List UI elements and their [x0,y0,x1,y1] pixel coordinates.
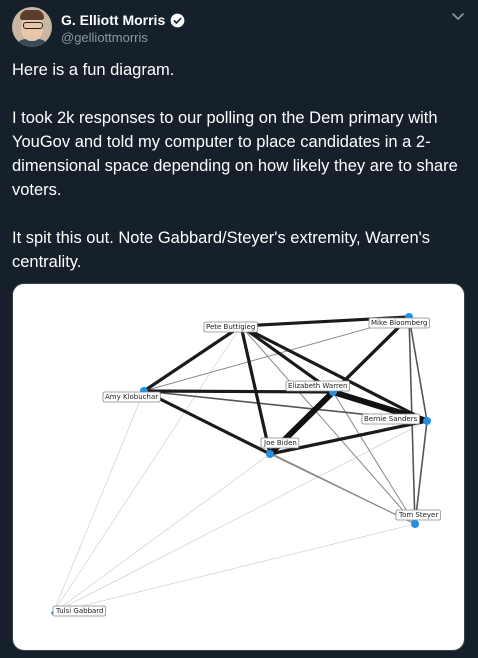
author-row: G. Elliott Morris [61,12,185,28]
tweet-paragraph: I took 2k responses to our polling on th… [12,109,458,199]
node-label-biden: Joe Biden [260,437,300,449]
edge-bloomberg-klobuchar [143,316,410,392]
node-label-text: Mike Bloomberg [371,319,427,327]
edge-buttigieg-gabbard [52,325,242,614]
edge-klobuchar-gabbard [52,390,145,614]
display-name[interactable]: G. Elliott Morris [61,12,166,28]
node-label-text: Amy Klobuchar [105,393,158,401]
node-label-sanders: Bernie Sanders [361,413,420,425]
edge-bloomberg-sanders [408,316,428,422]
node-label-text: Tulsi Gabbard [55,607,104,615]
edge-buttigieg-sanders [239,324,429,423]
edge-sanders-biden [268,419,429,456]
node-sanders [423,417,431,425]
edge-steyer-gabbard [52,523,416,614]
edge-biden-gabbard [52,453,271,614]
edge-buttigieg-steyer [240,325,416,525]
edge-klobuchar-warren [142,389,335,394]
node-label-text: Joe Biden [263,439,297,447]
edge-sanders-steyer [414,420,428,525]
handle[interactable]: @gelliottmorris [61,30,148,45]
node-label-warren: Elizabeth Warren [285,380,350,392]
node-label-text: Elizabeth Warren [288,382,347,390]
tweet-text: Here is a fun diagram. I took 2k respons… [12,58,472,274]
node-label-text: Bernie Sanders [364,415,418,423]
tweet-paragraph: It spit this out. Note Gabbard/Steyer's … [12,229,431,271]
edge-buttigieg-klobuchar [142,324,243,393]
node-steyer [411,520,419,528]
node-label-text: Tom Steyer [398,511,438,519]
verified-badge-icon [170,13,185,27]
node-label-steyer: Tom Steyer [395,509,441,521]
edge-sanders-gabbard [52,420,428,614]
edge-biden-steyer [269,453,416,525]
node-biden [266,450,274,458]
node-label-gabbard: Tulsi Gabbard [52,605,106,617]
node-label-text: Pete Buttigieg [206,323,255,331]
chevron-down-icon[interactable] [452,12,464,22]
tweet-paragraph: Here is a fun diagram. [12,61,175,79]
avatar[interactable] [12,7,52,47]
node-label-buttigieg: Pete Buttigieg [203,321,258,333]
node-label-klobuchar: Amy Klobuchar [102,391,161,403]
edge-klobuchar-biden [142,389,272,456]
node-label-bloomberg: Mike Bloomberg [368,317,430,329]
edge-warren-steyer [332,391,416,525]
